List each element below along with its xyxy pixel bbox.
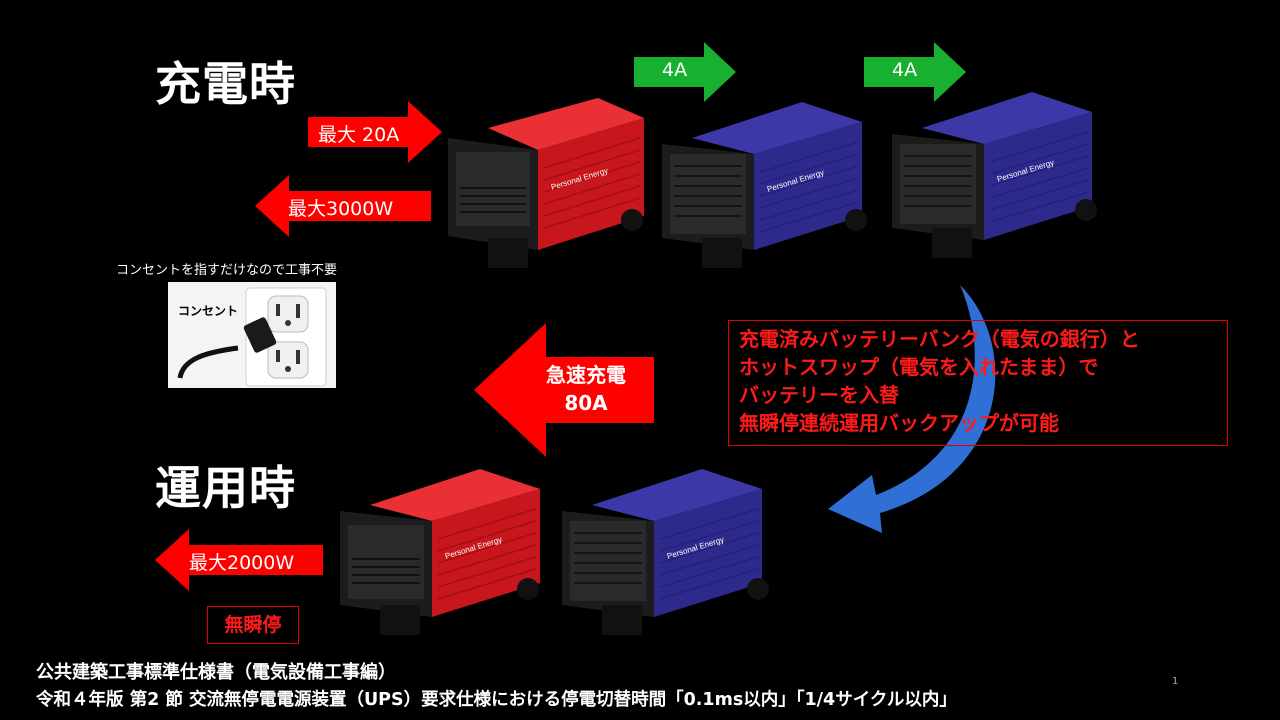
battery-blue-bottom: Personal Energy — [562, 455, 772, 640]
output-power-arrow-top: 最大3000W — [255, 175, 431, 237]
fast-charge-value: 80A — [564, 391, 608, 415]
footer-line-2: 令和４年版 第2 節 交流無停電電源装置（UPS）要求仕様における停電切替時間「… — [36, 690, 957, 710]
battery-blue-top-2: Personal Energy — [892, 78, 1102, 260]
pack-current-label-1: 4A — [662, 59, 688, 81]
input-current-arrow: 最大 20A — [308, 101, 442, 163]
no-interruption-badge: 無瞬停 — [207, 606, 299, 644]
outlet-image: コンセント — [168, 282, 336, 388]
pack-current-label-2: 4A — [892, 59, 918, 81]
battery-red-bottom: Personal Energy — [340, 455, 550, 640]
note-line-3: バッテリーを入替 — [739, 383, 899, 407]
fast-charge-arrow: 急速充電 80A — [474, 323, 654, 457]
outlet-image-label: コンセント — [178, 304, 239, 318]
output-power-arrow-bottom: 最大2000W — [155, 529, 323, 591]
battery-blue-top-1: Personal Energy — [662, 88, 872, 270]
note-line-1: 充電済みバッテリーバンク（電気の銀行）と — [739, 327, 1140, 351]
operating-heading: 運用時 — [155, 461, 296, 515]
slide-number: 1 — [1172, 676, 1179, 687]
battery-red-top: Personal Energy — [448, 88, 644, 270]
output-power-label-bottom: 最大2000W — [189, 552, 295, 574]
pack-current-arrow-2: 4A — [864, 42, 966, 102]
note-line-4: 無瞬停連続運用バックアップが可能 — [739, 411, 1059, 435]
note-line-2: ホットスワップ（電気を入れたまま）で — [739, 355, 1099, 379]
outlet-caption: コンセントを指すだけなので工事不要 — [116, 263, 338, 278]
input-current-label: 最大 20A — [318, 124, 400, 146]
footer-line-1: 公共建築工事標準仕様書（電気設備工事編） — [36, 662, 396, 683]
output-power-label-top: 最大3000W — [288, 198, 394, 220]
pack-current-arrow-1: 4A — [634, 42, 736, 102]
charging-heading: 充電時 — [155, 57, 296, 111]
swap-arrow — [820, 285, 1010, 545]
hot-swap-note: 充電済みバッテリーバンク（電気の銀行）と ホットスワップ（電気を入れたまま）で … — [728, 320, 1228, 446]
fast-charge-label: 急速充電 — [546, 363, 626, 387]
